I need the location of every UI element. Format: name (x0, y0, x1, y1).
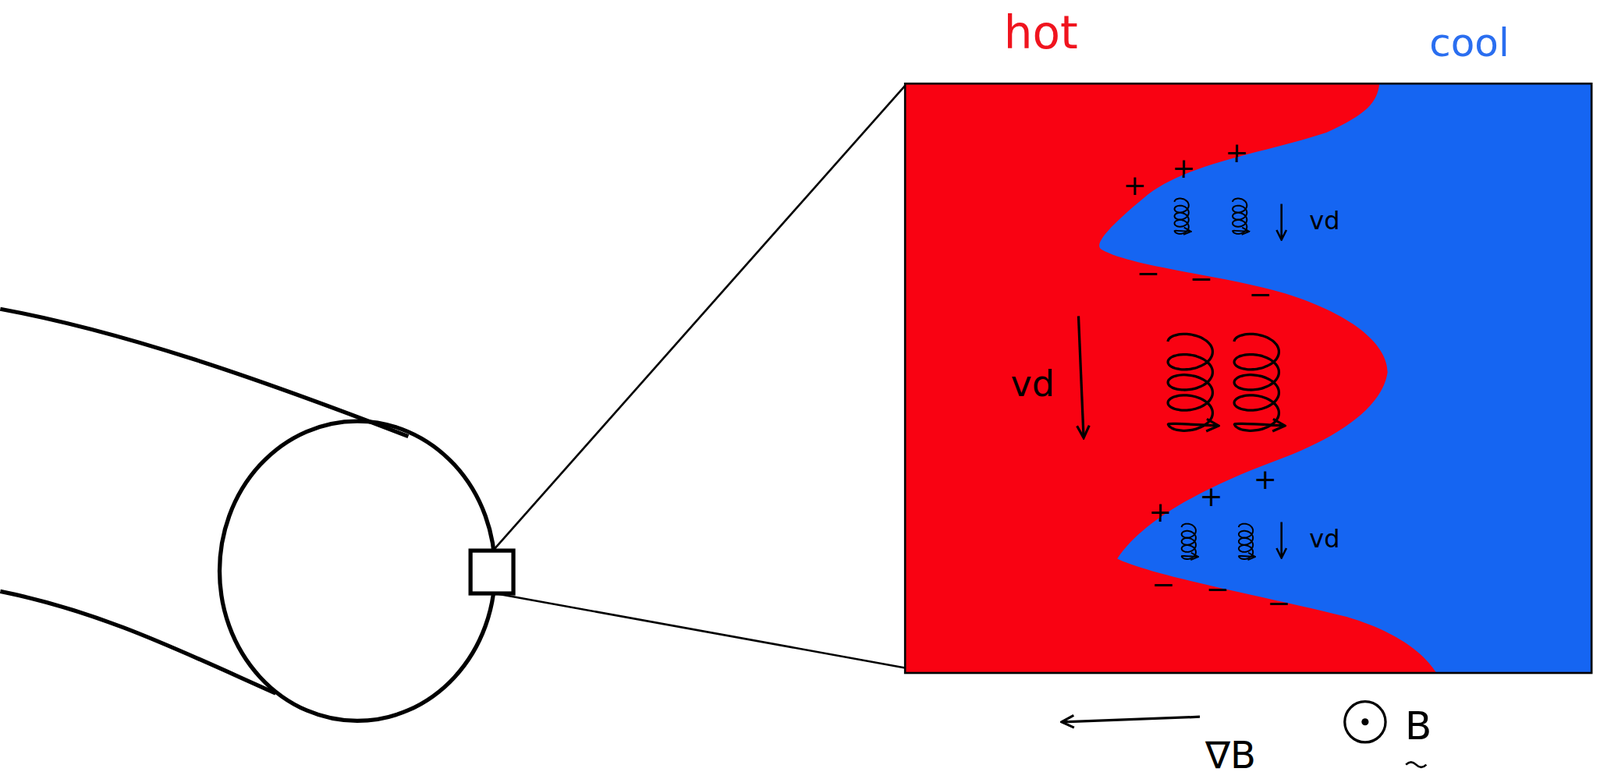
charge-sign: − (1135, 259, 1160, 288)
gyro-orbit (1181, 524, 1198, 560)
torus-cross-section (219, 421, 495, 721)
charge-sign: + (1171, 154, 1196, 183)
zoom-box (470, 550, 514, 594)
charge-sign: + (1148, 498, 1172, 527)
gyro-orbit (1232, 198, 1249, 235)
tube-edge (0, 308, 408, 437)
charge-sign: − (1266, 589, 1291, 618)
vector-underline (1405, 762, 1427, 768)
field-label: ∇B (1205, 736, 1256, 774)
zoom-panel (904, 83, 1592, 674)
region-label: hot (1003, 10, 1079, 56)
zoom-line (493, 85, 905, 551)
drift-arrow (1078, 315, 1084, 437)
gyro-orbit (1238, 524, 1255, 560)
drift-arrow (1280, 204, 1283, 239)
charge-sign: + (1253, 465, 1278, 494)
b-out-of-page-symbol (1344, 702, 1386, 743)
gyro-orbit (1234, 333, 1284, 431)
drift-arrow (1280, 521, 1283, 557)
drift-velocity-label: vd (1309, 208, 1340, 234)
charge-sign: + (1199, 482, 1224, 511)
b-out-of-page-dot (1361, 718, 1369, 726)
cool-region (1099, 83, 1592, 674)
charge-sign: − (1248, 280, 1272, 309)
gyro-orbit (1167, 333, 1217, 431)
zoom-line (495, 593, 906, 668)
charge-sign: − (1151, 571, 1175, 600)
hot-region (904, 83, 1592, 674)
charge-sign: + (1122, 171, 1146, 200)
charge-sign: − (1188, 265, 1213, 294)
region-label: cool (1429, 23, 1510, 63)
drift-velocity-label: vd (1011, 365, 1055, 402)
field-label: B (1404, 706, 1432, 746)
charge-sign: + (1224, 138, 1249, 167)
drift-velocity-label: vd (1309, 526, 1340, 552)
gradb-arrow (1063, 716, 1200, 723)
charge-sign: − (1205, 575, 1229, 604)
gyro-orbit (1174, 198, 1191, 235)
